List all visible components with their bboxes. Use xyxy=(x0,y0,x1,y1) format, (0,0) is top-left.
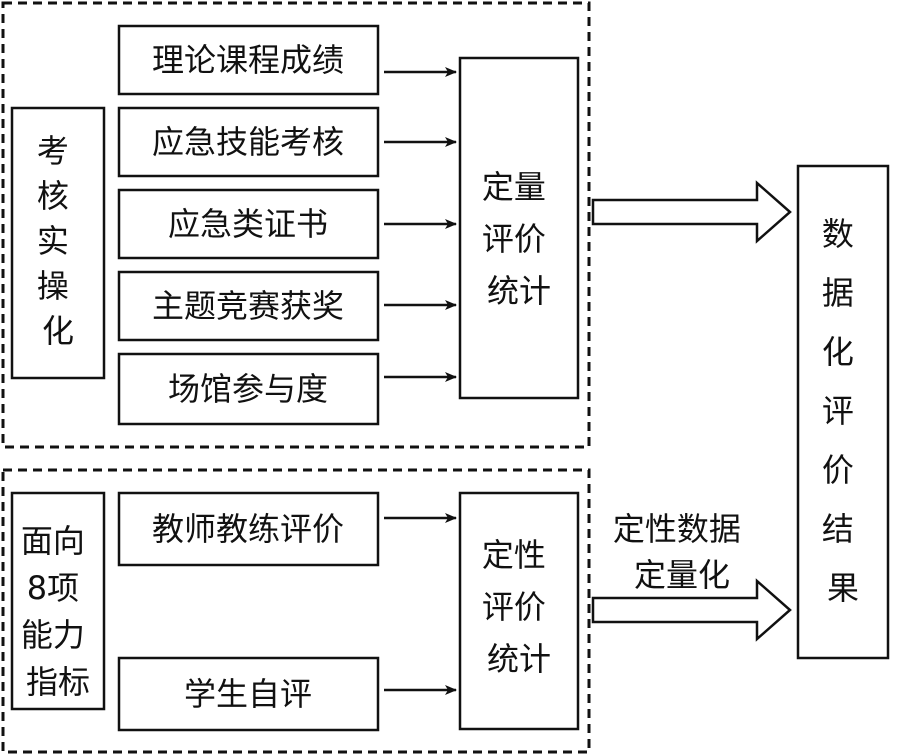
quantitative-to-result-arrow xyxy=(591,180,792,244)
qualitative-group-frame xyxy=(1,468,591,754)
item-label-theory-course-grade: 理论课程成绩 xyxy=(152,41,344,79)
item-box-emergency-certificate xyxy=(117,188,380,260)
item-label-theme-competition-award: 主题竞赛获奖 xyxy=(152,287,344,325)
quantitative-stats-box xyxy=(458,56,580,400)
data-evaluation-result-box xyxy=(796,164,890,660)
qualitative-to-result-arrow xyxy=(591,578,792,642)
qualitative-stats-label: 定性 评价 统计 xyxy=(482,536,556,678)
item-label-venue-participation: 场馆参与度 xyxy=(168,370,328,408)
item-label-student-self-evaluation: 学生自评 xyxy=(184,675,312,713)
qualitative-stats-box xyxy=(458,491,580,731)
qualitative-quantification-label: 定性数据 定量化 xyxy=(613,510,751,594)
assessment-practice-box xyxy=(10,106,106,380)
ability-indicator-label: 面向 8项 能力 指标 xyxy=(21,522,95,701)
assessment-practice-label: 考 核 实 操 化 xyxy=(37,132,79,350)
quantitative-stats-label: 定量 评价 统计 xyxy=(482,168,556,310)
data-evaluation-result-label: 数 据 化 评 价 结 果 xyxy=(822,215,864,607)
item-box-teacher-coach-evaluation xyxy=(117,491,380,567)
item-box-theory-course-grade xyxy=(117,24,380,96)
ability-indicator-box xyxy=(10,491,106,711)
item-label-emergency-skill-assessment: 应急技能考核 xyxy=(152,123,344,161)
item-box-student-self-evaluation xyxy=(117,656,380,732)
item-box-venue-participation xyxy=(117,352,380,426)
item-label-teacher-coach-evaluation: 教师教练评价 xyxy=(152,510,344,548)
item-box-emergency-skill-assessment xyxy=(117,106,380,178)
item-label-emergency-certificate: 应急类证书 xyxy=(168,205,328,243)
item-box-theme-competition-award xyxy=(117,270,380,342)
quantitative-group-frame xyxy=(1,1,591,449)
